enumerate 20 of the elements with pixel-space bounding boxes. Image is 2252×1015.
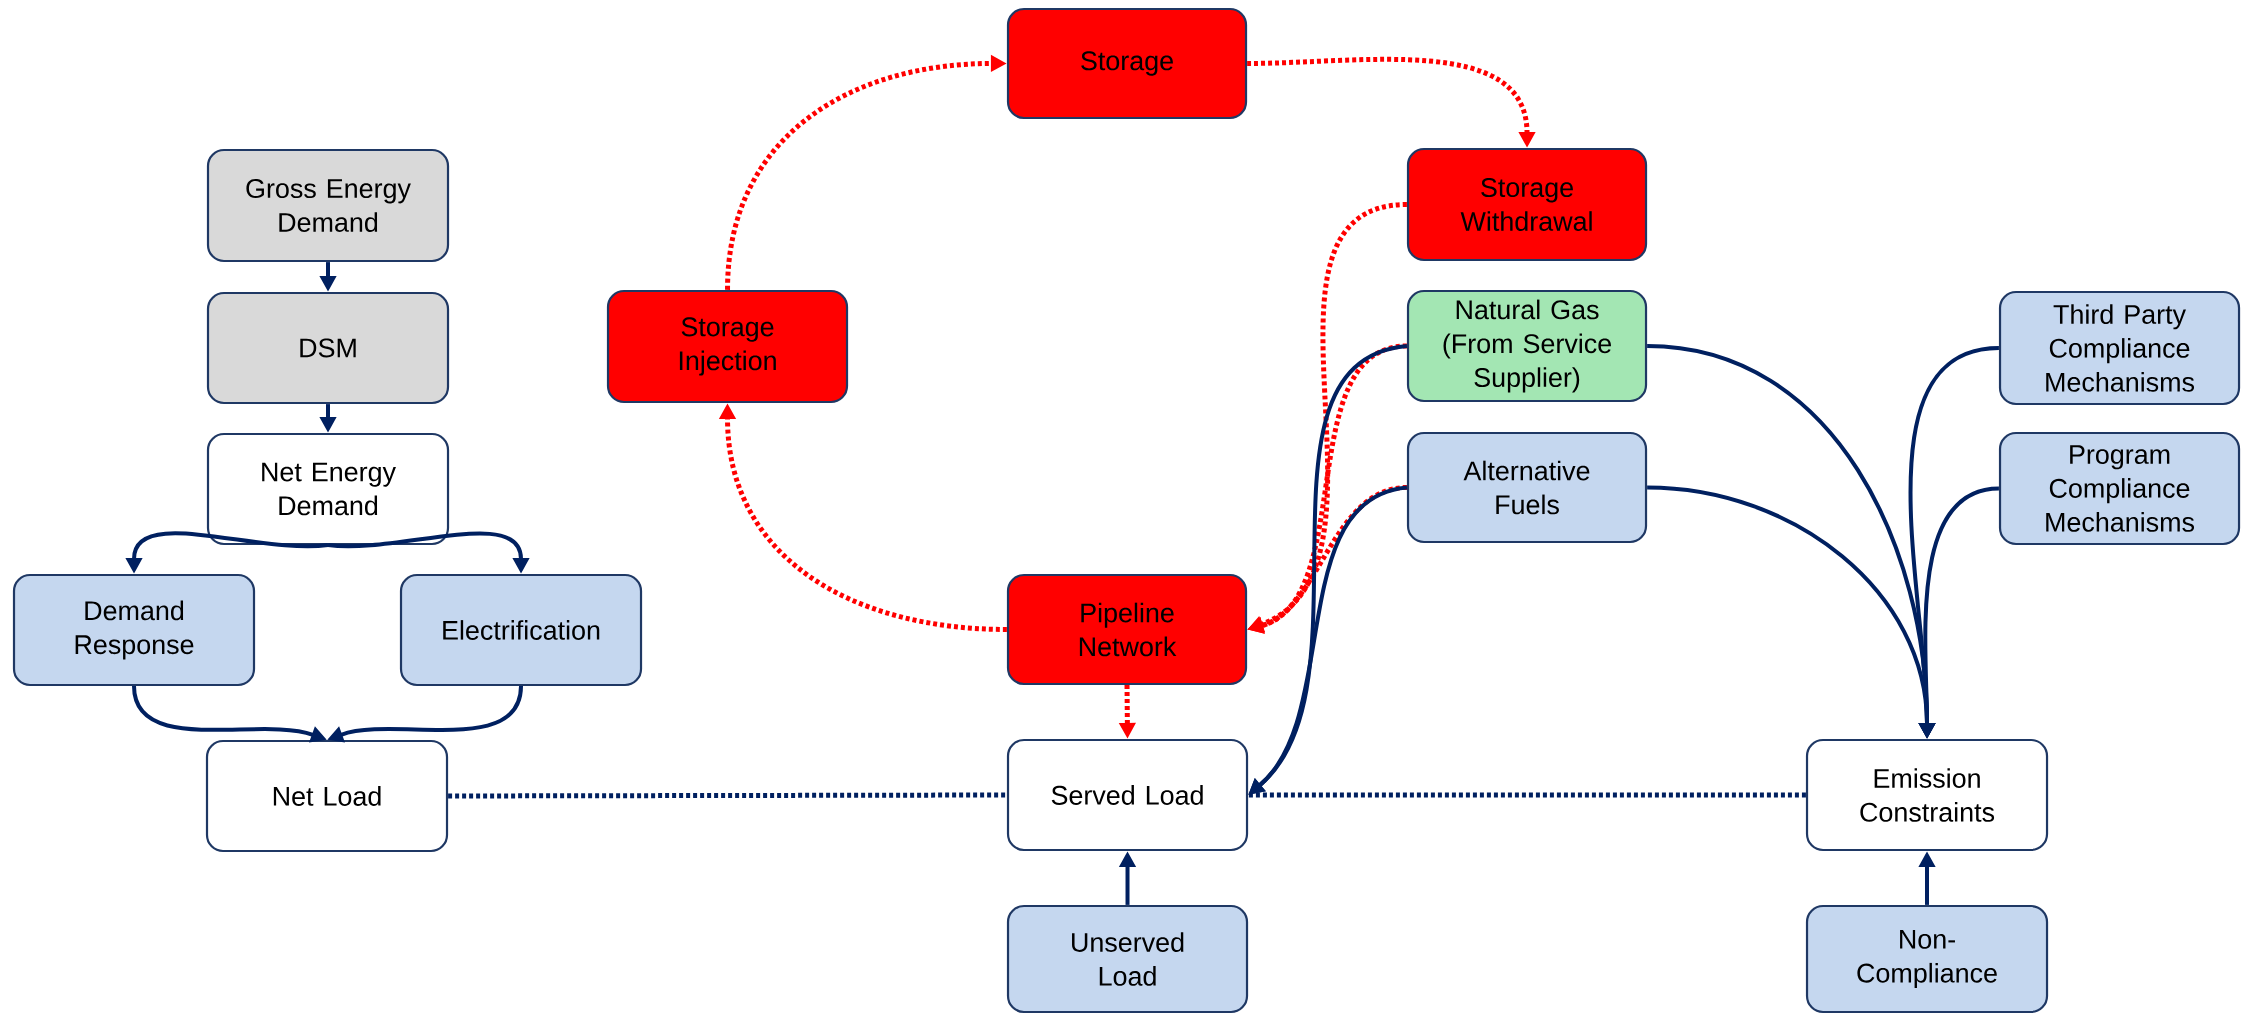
connector-line <box>448 792 1007 799</box>
process-box: Unserved Load <box>1006 904 1249 1014</box>
process-box: Pipeline Network <box>1006 573 1248 686</box>
process-box: Storage Injection <box>606 289 849 404</box>
process-box: DSM <box>206 291 450 405</box>
process-box: Natural Gas (From Service Supplier) <box>1406 289 1648 403</box>
process-box: Net Energy Demand <box>206 432 450 546</box>
process-box: Storage <box>1006 7 1248 120</box>
process-box: Alternative Fuels <box>1406 431 1648 544</box>
process-box: Gross Energy Demand <box>206 148 450 263</box>
process-box: Served Load <box>1006 738 1249 852</box>
process-box: Third Party Compliance Mechanisms <box>1998 290 2241 406</box>
process-box: Storage Withdrawal <box>1406 147 1648 262</box>
process-box: Non-Compliance <box>1805 904 2049 1014</box>
process-box: Net Load <box>205 739 449 853</box>
connector-line <box>1248 792 1806 798</box>
process-box: Electrification <box>399 573 643 687</box>
process-box: Demand Response <box>12 573 256 687</box>
process-box: Program Compliance Mechanisms <box>1998 431 2241 546</box>
process-box: Emission Constraints <box>1805 738 2049 852</box>
